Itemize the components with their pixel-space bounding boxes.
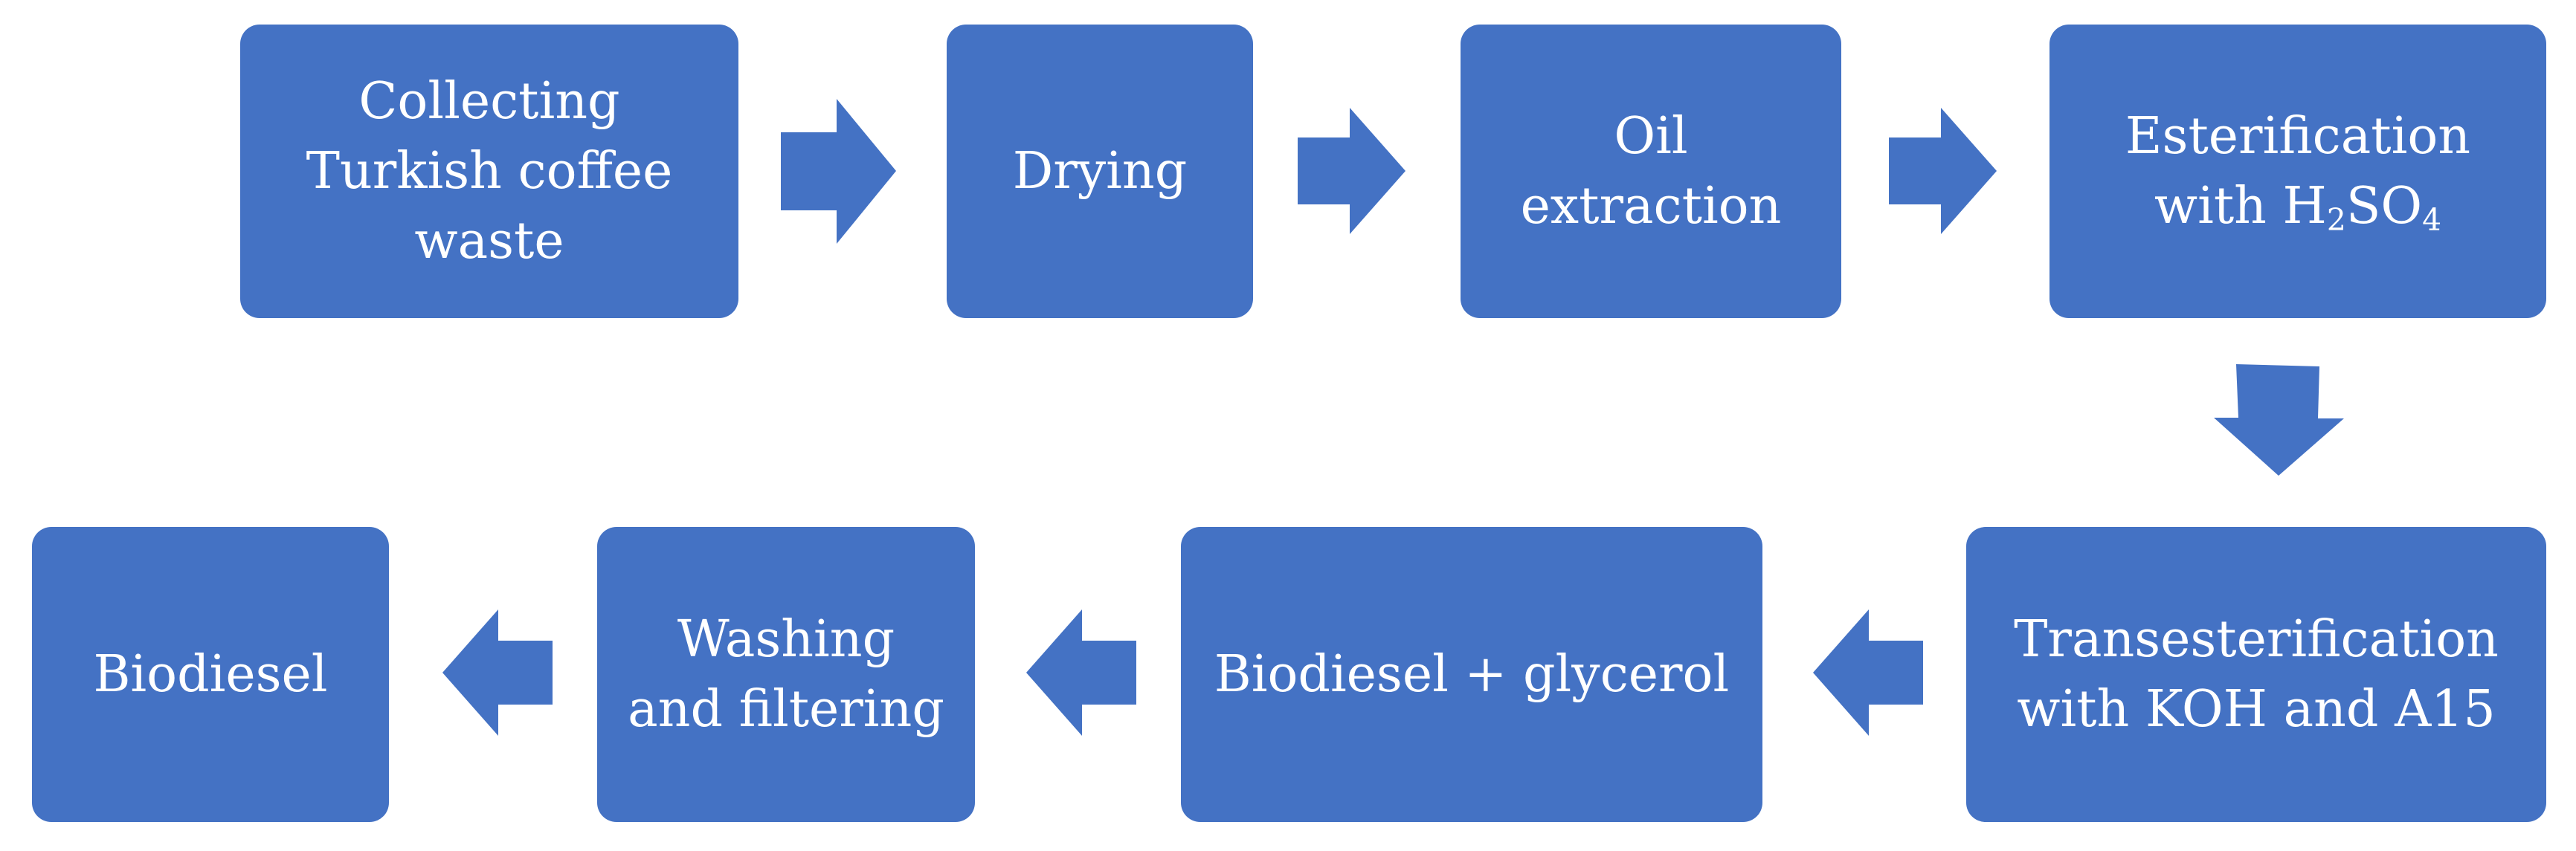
step-esterification-line-1: Esterification bbox=[2125, 106, 2471, 166]
step-collecting-box: Collecting Turkish coffee waste bbox=[240, 25, 738, 318]
step-biodiesel-box: Biodiesel bbox=[32, 527, 389, 822]
step-biodiesel-line-1: Biodiesel bbox=[93, 644, 328, 704]
step-esterification-box: Esterification with H2SO4 bbox=[2049, 25, 2546, 318]
step-oil-extraction-line-2: extraction bbox=[1520, 176, 1782, 236]
arrow-left-icon bbox=[442, 609, 553, 736]
esterification-subscript-4: 4 bbox=[2422, 201, 2442, 238]
arrow-right-icon bbox=[781, 99, 896, 244]
step-drying-box: Drying bbox=[947, 25, 1253, 318]
arrow-down-icon bbox=[2214, 364, 2344, 476]
step-transesterification-line-1: Transesterification bbox=[2014, 609, 2499, 669]
step-biodiesel-glycerol-box: Biodiesel + glycerol bbox=[1181, 527, 1762, 822]
step-esterification-line-2: with H2SO4 bbox=[2154, 172, 2441, 242]
step-collecting-line-3: waste bbox=[414, 211, 564, 271]
step-transesterification-box: Transesterification with KOH and A15 bbox=[1966, 527, 2546, 822]
step-biodiesel-glycerol-line-1: Biodiesel + glycerol bbox=[1214, 644, 1730, 704]
step-washing-box: Washing and filtering bbox=[597, 527, 975, 822]
step-washing-line-1: Washing bbox=[677, 609, 895, 669]
step-transesterification-line-2: with KOH and A15 bbox=[2017, 679, 2496, 739]
arrow-left-icon bbox=[1026, 609, 1136, 736]
esterification-with-h: with H bbox=[2154, 176, 2327, 236]
step-oil-extraction-line-1: Oil bbox=[1614, 106, 1688, 166]
arrow-right-icon bbox=[1298, 108, 1405, 234]
esterification-subscript-2: 2 bbox=[2326, 201, 2346, 238]
step-collecting-line-1: Collecting bbox=[358, 71, 620, 131]
step-drying-line-1: Drying bbox=[1012, 141, 1188, 201]
arrow-left-icon bbox=[1813, 609, 1923, 736]
esterification-so: SO bbox=[2345, 176, 2423, 236]
step-washing-line-2: and filtering bbox=[628, 679, 944, 739]
arrow-right-icon bbox=[1889, 108, 1997, 234]
step-collecting-line-2: Turkish coffee bbox=[306, 141, 673, 201]
step-oil-extraction-box: Oil extraction bbox=[1461, 25, 1841, 318]
